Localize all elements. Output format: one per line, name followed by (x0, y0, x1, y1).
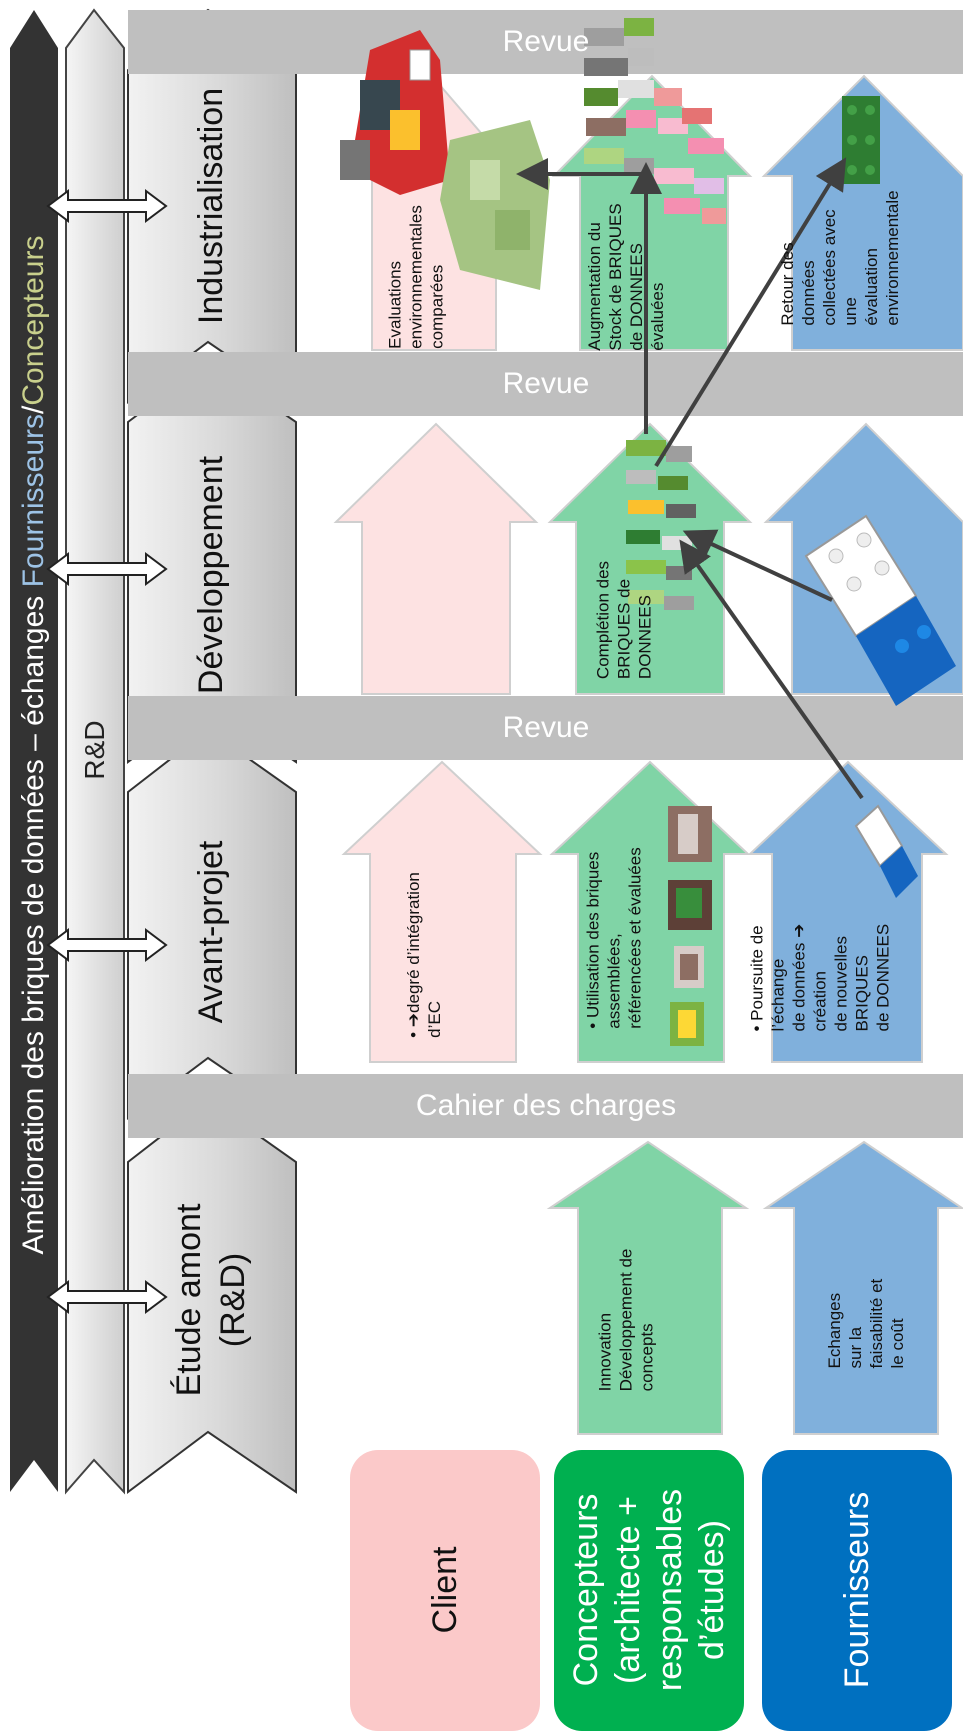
connector-fournisseurs-dev-to-concepteurs (682, 529, 833, 602)
band-revue2 (128, 352, 963, 416)
phase-label-avant: Avant-projet (192, 840, 230, 1024)
lego-white-blue-brick-icon (804, 514, 956, 706)
lego-brown-bricks-icon (668, 806, 712, 1046)
arrow-fournisseurs-indus (761, 74, 963, 351)
actor-box-concepteurs (554, 1450, 744, 1731)
text-concepteurs-indus: Augmentation du Stock de BRIQUES de DONN… (585, 203, 667, 351)
text-client-indus: Evaluations environnementales comparées (385, 205, 447, 349)
lego-green-brick-icon (842, 96, 880, 184)
title-slash: / (17, 405, 50, 414)
rd-label: R&D (79, 720, 110, 780)
connector-dev-to-fournisseurs-indus (654, 157, 847, 468)
actor-box-fournisseurs (762, 1450, 952, 1731)
exchange-arrow-avant (46, 928, 168, 962)
band-cahier (128, 1074, 963, 1138)
text-fournisseurs-etude: Echanges sur la faisabilité et le coût (825, 1278, 907, 1369)
text-client-avant: • ➔degré d’intégration d’EC (404, 872, 444, 1038)
connector-fournisseurs-avant-to-dev (679, 539, 864, 800)
text-fournisseurs-avant: • Poursuite de l’échange de données ➔ cr… (747, 923, 893, 1032)
title-concepteurs: Concepteurs (17, 235, 50, 406)
exchange-arrows (46, 189, 168, 1314)
lego-ship-icon (340, 30, 450, 195)
title-bar (10, 10, 58, 1492)
exchange-arrow-etude (46, 1280, 168, 1314)
connector-arrows (516, 157, 864, 800)
actor-label-concepteurs: Concepteurs (architecte + responsables d… (567, 1488, 731, 1692)
actor-label-client: Client (426, 1546, 464, 1634)
exchange-arrow-dev (46, 552, 168, 586)
title-prefix: Amélioration des briques de données – éc… (17, 587, 50, 1255)
phase-label-etude: Étude amont (R&D) (170, 1203, 252, 1397)
actor-box-client (350, 1450, 540, 1731)
lego-small-brick-icon (854, 804, 918, 898)
text-concepteurs-dev: Complétion des BRIQUES de DONNEES (593, 560, 655, 680)
band-label-revue1: Revue (502, 711, 590, 744)
band-label-revue2: Revue (502, 367, 590, 400)
text-concepteurs-avant: • Utilisation des briques assemblées, ré… (583, 847, 645, 1029)
arrow-concepteurs-dev (547, 422, 753, 695)
band-revue1 (128, 696, 963, 760)
arrow-concepteurs-avant (549, 760, 751, 1063)
actor-label-fournisseurs: Fournisseurs (838, 1491, 876, 1689)
title-fournisseurs: Fournisseurs (17, 413, 50, 588)
band-revue3 (128, 10, 963, 74)
band-label-cahier: Cahier des charges (415, 1089, 677, 1122)
arrow-client-dev (333, 422, 539, 695)
text-concepteurs-etude: Innovation Développement de concepts (595, 1248, 657, 1392)
arrow-concepteurs-etude (546, 1140, 750, 1435)
text-fournisseurs-indus: Retour des données collectées avec une é… (778, 190, 902, 326)
phase-label-indus: Industrialisation (192, 87, 230, 325)
rd-bar (65, 8, 125, 1495)
exchange-arrow-indus (46, 189, 168, 223)
diagram-title: Amélioration des briques de données – éc… (17, 236, 51, 1255)
arrow-client-avant (341, 760, 543, 1063)
arrow-fournisseurs-etude (762, 1140, 963, 1435)
phase-label-dev: Développement (192, 455, 230, 695)
band-label-revue3: Revue (502, 25, 590, 58)
